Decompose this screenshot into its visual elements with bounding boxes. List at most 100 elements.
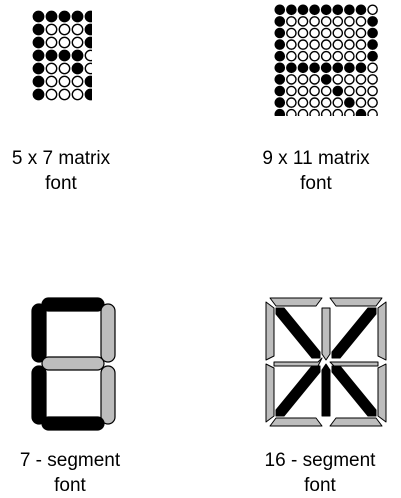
dot-on-r5c4 bbox=[85, 76, 92, 86]
dot-off-r4c2 bbox=[298, 52, 307, 61]
dot-off-r2c2 bbox=[298, 28, 307, 37]
dot-off-r7c4 bbox=[322, 86, 331, 95]
caption-seven-segment-line1: 7 - segment bbox=[0, 448, 140, 473]
segment-d2-off bbox=[330, 418, 382, 426]
dot-off-r5c2 bbox=[59, 76, 69, 86]
dot-on-r9c7 bbox=[356, 110, 365, 116]
segment-n-on bbox=[332, 366, 376, 416]
dot-on-r9c0 bbox=[275, 110, 284, 116]
dot-off-r5c3 bbox=[72, 76, 82, 86]
dot-off-r8c5 bbox=[333, 98, 342, 107]
dot-off-r9c1 bbox=[287, 110, 296, 116]
dot-off-r6c5 bbox=[333, 75, 342, 84]
caption-sixteen-segment-line1: 16 - segment bbox=[240, 448, 400, 473]
dot-on-r0c4 bbox=[85, 11, 92, 21]
dot-off-r1c7 bbox=[356, 17, 365, 26]
segment-f-off bbox=[266, 302, 274, 360]
dot-off-r2c7 bbox=[356, 28, 365, 37]
segment-k-on bbox=[332, 308, 376, 358]
dot-on-r2c8 bbox=[368, 28, 377, 37]
dot-off-r8c4 bbox=[322, 98, 331, 107]
dot-on-r0c6 bbox=[345, 5, 354, 14]
dot-off-r9c8 bbox=[368, 110, 377, 116]
dot-off-r6c2 bbox=[59, 89, 69, 99]
dot-off-r7c8 bbox=[368, 86, 377, 95]
segment-a-on bbox=[42, 298, 104, 311]
dot-off-r4c6 bbox=[345, 52, 354, 61]
dot-off-r6c8 bbox=[368, 75, 377, 84]
dot-off-r4c1 bbox=[46, 63, 56, 73]
dot-off-r0c8 bbox=[368, 5, 377, 14]
dot-off-r4c1 bbox=[287, 52, 296, 61]
dot-on-r0c2 bbox=[298, 5, 307, 14]
dot-on-r7c0 bbox=[275, 86, 284, 95]
dot-on-r0c0 bbox=[275, 5, 284, 14]
dot-on-r4c0 bbox=[33, 63, 43, 73]
segment-e-on bbox=[32, 366, 46, 424]
segment-b-off bbox=[378, 302, 386, 360]
segment-c-off bbox=[378, 364, 386, 422]
dot-off-r6c2 bbox=[298, 75, 307, 84]
dot-off-r1c1 bbox=[287, 17, 296, 26]
sixteen-segment-figure bbox=[264, 296, 388, 428]
dot-off-r2c1 bbox=[287, 28, 296, 37]
caption-matrix-9x11-line2: font bbox=[240, 171, 392, 196]
segment-e-off bbox=[266, 364, 274, 422]
dot-off-r1c2 bbox=[59, 24, 69, 34]
segment-g-off bbox=[42, 357, 104, 370]
dot-off-r7c6 bbox=[345, 86, 354, 95]
dot-on-r0c1 bbox=[46, 11, 56, 21]
caption-seven-segment: 7 - segment font bbox=[0, 448, 140, 498]
dot-off-r2c3 bbox=[72, 37, 82, 47]
caption-matrix-5x7-line2: font bbox=[0, 171, 122, 196]
dot-off-r8c1 bbox=[287, 98, 296, 107]
dot-on-r5c7 bbox=[356, 63, 365, 72]
dot-on-r4c3 bbox=[72, 63, 82, 73]
dot-on-r6c0 bbox=[33, 89, 43, 99]
dot-off-r8c8 bbox=[368, 98, 377, 107]
dot-on-r0c2 bbox=[59, 11, 69, 21]
dot-on-r3c2 bbox=[59, 50, 69, 60]
segment-f-on bbox=[32, 304, 46, 362]
segment-d-on bbox=[42, 417, 104, 430]
dot-on-r5c1 bbox=[287, 63, 296, 72]
dot-on-r5c6 bbox=[345, 63, 354, 72]
matrix-9x11-figure bbox=[274, 4, 382, 116]
dot-off-r9c2 bbox=[298, 110, 307, 116]
dot-on-r5c2 bbox=[298, 63, 307, 72]
dot-off-r9c5 bbox=[333, 110, 342, 116]
dot-on-r5c0 bbox=[33, 76, 43, 86]
segment-c-off bbox=[101, 366, 115, 424]
caption-matrix-9x11: 9 x 11 matrix font bbox=[240, 146, 392, 196]
dot-on-r0c3 bbox=[310, 5, 319, 14]
segment-l-on bbox=[322, 364, 330, 416]
dot-off-r3c6 bbox=[345, 40, 354, 49]
dot-on-r0c5 bbox=[333, 5, 342, 14]
caption-seven-segment-line2: font bbox=[0, 473, 140, 498]
dot-on-r2c0 bbox=[33, 37, 43, 47]
dot-off-r6c1 bbox=[287, 75, 296, 84]
dot-on-r6c4 bbox=[322, 75, 331, 84]
dot-off-r3c2 bbox=[298, 40, 307, 49]
dot-off-r1c2 bbox=[298, 17, 307, 26]
dot-on-r0c7 bbox=[356, 5, 365, 14]
dot-off-r3c4 bbox=[322, 40, 331, 49]
dot-on-r1c0 bbox=[33, 24, 43, 34]
dot-off-r3c4 bbox=[85, 50, 92, 60]
dot-off-r4c7 bbox=[356, 52, 365, 61]
dot-on-r0c3 bbox=[72, 11, 82, 21]
segment-m-on bbox=[276, 366, 320, 416]
dot-off-r1c5 bbox=[333, 17, 342, 26]
dot-off-r2c3 bbox=[310, 28, 319, 37]
dot-on-r5c4 bbox=[322, 63, 331, 72]
dot-off-r2c6 bbox=[345, 28, 354, 37]
dot-off-r2c2 bbox=[59, 37, 69, 47]
dot-on-r2c4 bbox=[85, 37, 92, 47]
dot-off-r4c2 bbox=[59, 63, 69, 73]
dot-off-r6c7 bbox=[356, 75, 365, 84]
dot-off-r8c3 bbox=[310, 98, 319, 107]
dot-off-r9c3 bbox=[310, 110, 319, 116]
segment-h-on bbox=[276, 308, 320, 358]
dot-on-r1c4 bbox=[85, 24, 92, 34]
dot-off-r2c1 bbox=[46, 37, 56, 47]
